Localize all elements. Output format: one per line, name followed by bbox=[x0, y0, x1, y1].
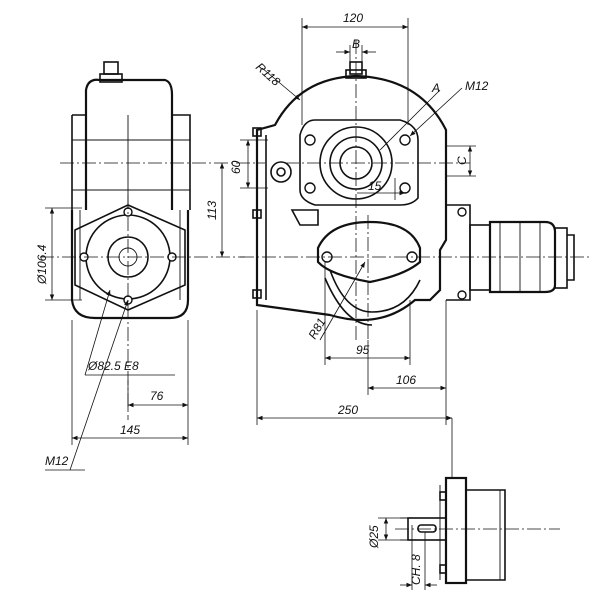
dim-r118: R118 bbox=[253, 60, 283, 89]
dim-250: 250 bbox=[337, 403, 358, 417]
thread-m12-top: M12 bbox=[465, 79, 489, 93]
dim-145: 145 bbox=[120, 423, 140, 437]
dim-76: 76 bbox=[150, 389, 164, 403]
dim-60: 60 bbox=[229, 160, 243, 174]
left-side-view bbox=[40, 61, 265, 420]
dimension-lines bbox=[45, 18, 476, 590]
dim-15: 15 bbox=[368, 179, 382, 193]
shaft-detail-view bbox=[395, 476, 560, 585]
dim-d25: Ø25 bbox=[367, 525, 381, 549]
dim-b: B bbox=[352, 37, 360, 51]
dim-a: A bbox=[431, 81, 440, 95]
dim-d106: Ø106.4 bbox=[35, 244, 49, 285]
dim-113: 113 bbox=[205, 201, 219, 220]
dimension-labels: 120 B R118 A M12 60 C 15 113 Ø106.4 Ø82.… bbox=[35, 11, 489, 585]
dim-c: C bbox=[455, 156, 469, 165]
dim-106: 106 bbox=[396, 373, 416, 387]
dim-d82: Ø82.5 E8 bbox=[87, 359, 139, 373]
thread-m12-left: M12 bbox=[45, 454, 69, 468]
dim-120: 120 bbox=[343, 11, 363, 25]
dim-ch8: CH. 8 bbox=[409, 554, 423, 585]
dim-95: 95 bbox=[356, 343, 370, 357]
front-view bbox=[240, 40, 590, 340]
